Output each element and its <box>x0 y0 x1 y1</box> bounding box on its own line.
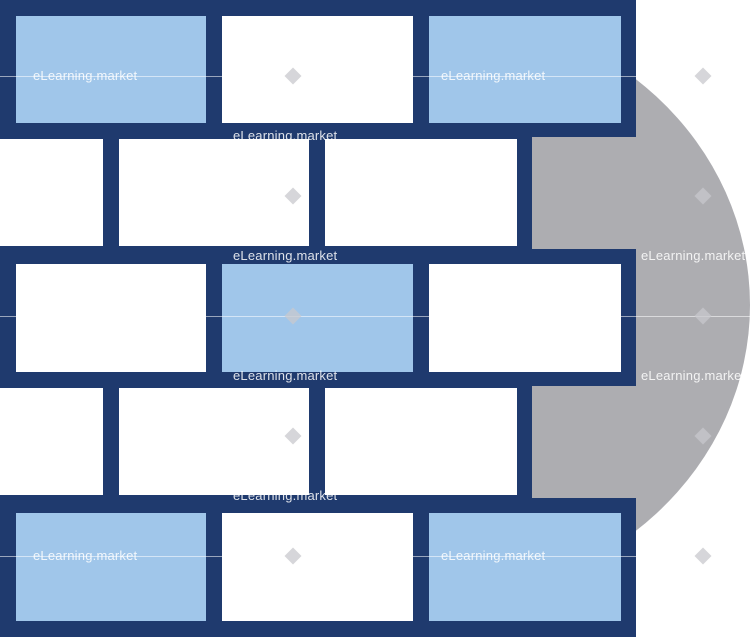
brick <box>222 513 413 621</box>
brick <box>0 388 103 495</box>
brick <box>429 264 621 372</box>
brick <box>222 264 413 372</box>
brick <box>119 139 309 246</box>
brick <box>325 139 517 246</box>
brick <box>222 16 413 123</box>
brick <box>325 388 517 495</box>
brick <box>16 264 206 372</box>
brick <box>429 16 621 123</box>
brick <box>119 388 309 495</box>
brick <box>16 513 206 621</box>
brick <box>429 513 621 621</box>
brick <box>0 139 103 246</box>
brick <box>16 16 206 123</box>
